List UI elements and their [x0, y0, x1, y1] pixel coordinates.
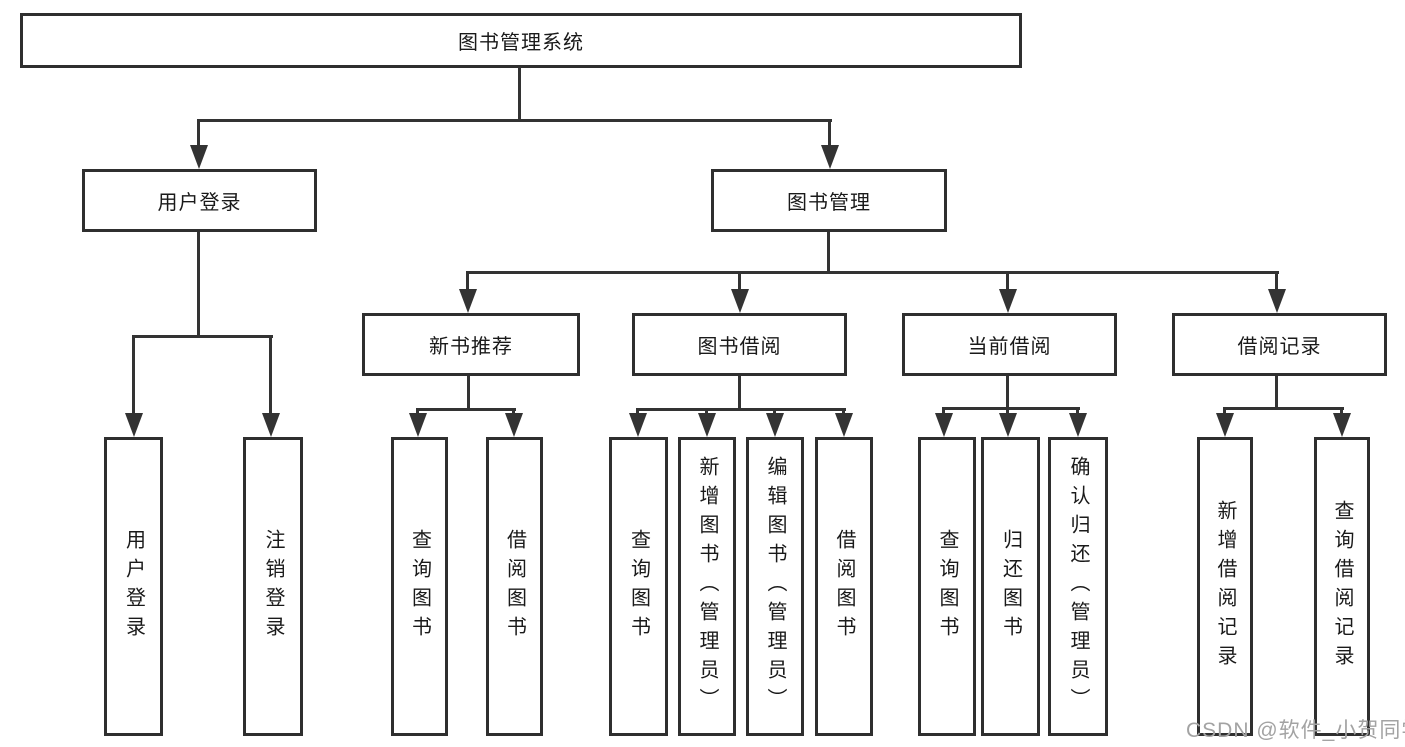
connector-line	[416, 408, 516, 411]
node-label: 注销登录	[262, 528, 284, 645]
node-label: 借阅图书	[503, 528, 526, 645]
connector-line	[466, 271, 469, 291]
node-user-login: 用户登录	[82, 169, 317, 232]
connector-line	[1275, 376, 1278, 410]
node-label: 图书管理系统	[458, 32, 584, 54]
node-label: 查询图书	[408, 528, 431, 645]
arrow-down-icon	[629, 413, 647, 437]
node-label: 新书推荐	[429, 336, 513, 358]
arrow-down-icon	[999, 289, 1017, 313]
connector-line	[842, 408, 845, 416]
node-label: 新增图书（管理员）	[696, 456, 718, 717]
connector-line	[1006, 376, 1009, 410]
connector-line	[132, 335, 273, 338]
arrow-down-icon	[698, 413, 716, 437]
leaf-edit-book-admin: 编辑图书（管理员）	[746, 437, 804, 736]
arrow-down-icon	[262, 413, 280, 437]
connector-line	[738, 271, 741, 291]
leaf-query-borrow-record: 查询借阅记录	[1314, 437, 1370, 736]
connector-line	[1006, 271, 1009, 291]
connector-line	[636, 408, 846, 411]
leaf-query-book-recommend: 查询图书	[391, 437, 448, 736]
connector-line	[705, 408, 708, 416]
leaf-add-book-admin: 新增图书（管理员）	[678, 437, 736, 736]
arrow-down-icon	[766, 413, 784, 437]
node-book-borrow: 图书借阅	[632, 313, 847, 376]
connector-line	[1006, 407, 1009, 416]
connector-line	[738, 376, 741, 410]
connector-line	[512, 408, 515, 416]
arrow-down-icon	[835, 413, 853, 437]
connector-line	[942, 407, 945, 416]
connector-line	[1275, 271, 1278, 291]
leaf-return-book: 归还图书	[981, 437, 1040, 736]
node-borrow-record: 借阅记录	[1172, 313, 1387, 376]
connector-line	[827, 232, 830, 274]
arrow-down-icon	[125, 413, 143, 437]
connector-line	[1340, 407, 1343, 416]
connector-line	[1076, 407, 1079, 416]
leaf-query-book-current: 查询图书	[918, 437, 976, 736]
connector-line	[518, 67, 521, 119]
arrow-down-icon	[1216, 413, 1234, 437]
arrow-down-icon	[731, 289, 749, 313]
leaf-user-login: 用户登录	[104, 437, 163, 736]
arrow-down-icon	[459, 289, 477, 313]
connector-line	[198, 119, 832, 122]
connector-line	[416, 408, 419, 416]
arrow-down-icon	[935, 413, 953, 437]
leaf-add-borrow-record: 新增借阅记录	[1197, 437, 1253, 736]
node-root: 图书管理系统	[20, 13, 1022, 68]
connector-line	[132, 335, 135, 415]
arrow-down-icon	[821, 145, 839, 169]
arrow-down-icon	[190, 145, 208, 169]
arrow-down-icon	[505, 413, 523, 437]
node-book-management: 图书管理	[711, 169, 947, 232]
connector-line	[197, 119, 200, 147]
node-label: 借阅记录	[1237, 336, 1322, 358]
connector-line	[467, 376, 470, 410]
node-label: 确认归还（管理员）	[1067, 456, 1089, 717]
node-label: 用户登录	[157, 192, 242, 214]
node-label: 查询图书	[627, 528, 650, 645]
leaf-confirm-return-admin: 确认归还（管理员）	[1048, 437, 1108, 736]
node-label: 当前借阅	[967, 336, 1052, 358]
connector-line	[466, 271, 1279, 274]
leaf-query-book-borrow: 查询图书	[609, 437, 668, 736]
connector-line	[828, 119, 831, 147]
connector-line	[773, 408, 776, 416]
node-label: 查询借阅记录	[1331, 499, 1353, 674]
connector-line	[1223, 407, 1226, 416]
node-current-borrow: 当前借阅	[902, 313, 1117, 376]
arrow-down-icon	[1268, 289, 1286, 313]
arrow-down-icon	[999, 413, 1017, 437]
csdn-watermark: CSDN @软件_小贺同学	[1186, 719, 1405, 742]
connector-line	[197, 232, 200, 338]
node-label: 借阅图书	[833, 528, 855, 645]
node-label: 归还图书	[999, 528, 1022, 645]
node-label: 编辑图书（管理员）	[764, 456, 786, 717]
node-label: 查询图书	[936, 528, 958, 645]
node-label: 图书管理	[787, 192, 871, 214]
node-label: 用户登录	[122, 528, 145, 645]
leaf-borrow-book-recommend: 借阅图书	[486, 437, 543, 736]
arrow-down-icon	[1069, 413, 1087, 437]
node-new-book-recommend: 新书推荐	[362, 313, 580, 376]
leaf-borrow-book: 借阅图书	[815, 437, 873, 736]
arrow-down-icon	[409, 413, 427, 437]
connector-line	[1223, 407, 1344, 410]
arrow-down-icon	[1333, 413, 1351, 437]
node-label: 新增借阅记录	[1214, 499, 1236, 674]
node-label: 图书借阅	[697, 336, 782, 358]
leaf-logout: 注销登录	[243, 437, 303, 736]
connector-line	[636, 408, 639, 416]
connector-line	[269, 335, 272, 415]
connector-line	[942, 407, 1080, 410]
